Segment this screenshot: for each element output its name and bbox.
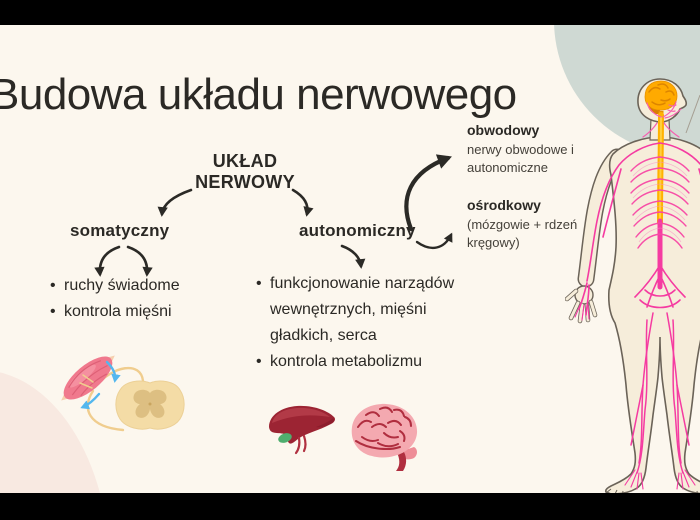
liver-icon xyxy=(269,405,335,455)
peripheral-desc: nerwy obwodowe i autonomiczne xyxy=(467,142,574,175)
list-item: • ruchy świadome xyxy=(50,273,180,299)
letterbox-top xyxy=(0,0,700,25)
muscle-spinal-cord-illustration xyxy=(61,355,185,432)
autonomic-list: • funkcjonowanie narządów wewnętrznych, … xyxy=(256,271,454,375)
branch-label-autonomic: autonomiczny xyxy=(299,221,416,240)
bullet: • xyxy=(256,275,262,292)
list-item: • kontrola metabolizmu xyxy=(256,349,454,375)
peripheral-title: obwodowy xyxy=(467,122,540,138)
letterbox-bottom xyxy=(0,493,700,520)
list-item: • funkcjonowanie narządów wewnętrznych, … xyxy=(256,271,454,349)
list-item-text: kontrola mięśni xyxy=(64,303,172,320)
somatic-list: • ruchy świadome • kontrola mięśni xyxy=(50,273,180,325)
central-label-block: ośrodkowy (mózgowie + rdzeń kręgowy) xyxy=(467,197,577,252)
central-desc: (mózgowie + rdzeń kręgowy) xyxy=(467,217,578,250)
branch-label-somatic: somatyczny xyxy=(70,221,170,240)
central-title: ośrodkowy xyxy=(467,197,541,213)
peripheral-label-block: obwodowy nerwy obwodowe i autonomiczne xyxy=(467,122,574,177)
list-item-text: funkcjonowanie narządów wewnętrznych, mi… xyxy=(270,275,455,344)
list-item: • kontrola mięśni xyxy=(50,299,180,325)
brain-icon xyxy=(351,403,418,471)
page-title: Budowa układu nerwowego xyxy=(0,70,517,119)
human-nervous-system-illustration xyxy=(565,78,700,493)
bullet: • xyxy=(256,353,262,370)
root-node-label: UKŁAD NERWOWY xyxy=(195,151,295,192)
bullet: • xyxy=(50,303,56,320)
list-item-text: kontrola metabolizmu xyxy=(270,353,423,370)
bullet: • xyxy=(50,277,56,294)
list-item-text: ruchy świadome xyxy=(64,277,180,294)
